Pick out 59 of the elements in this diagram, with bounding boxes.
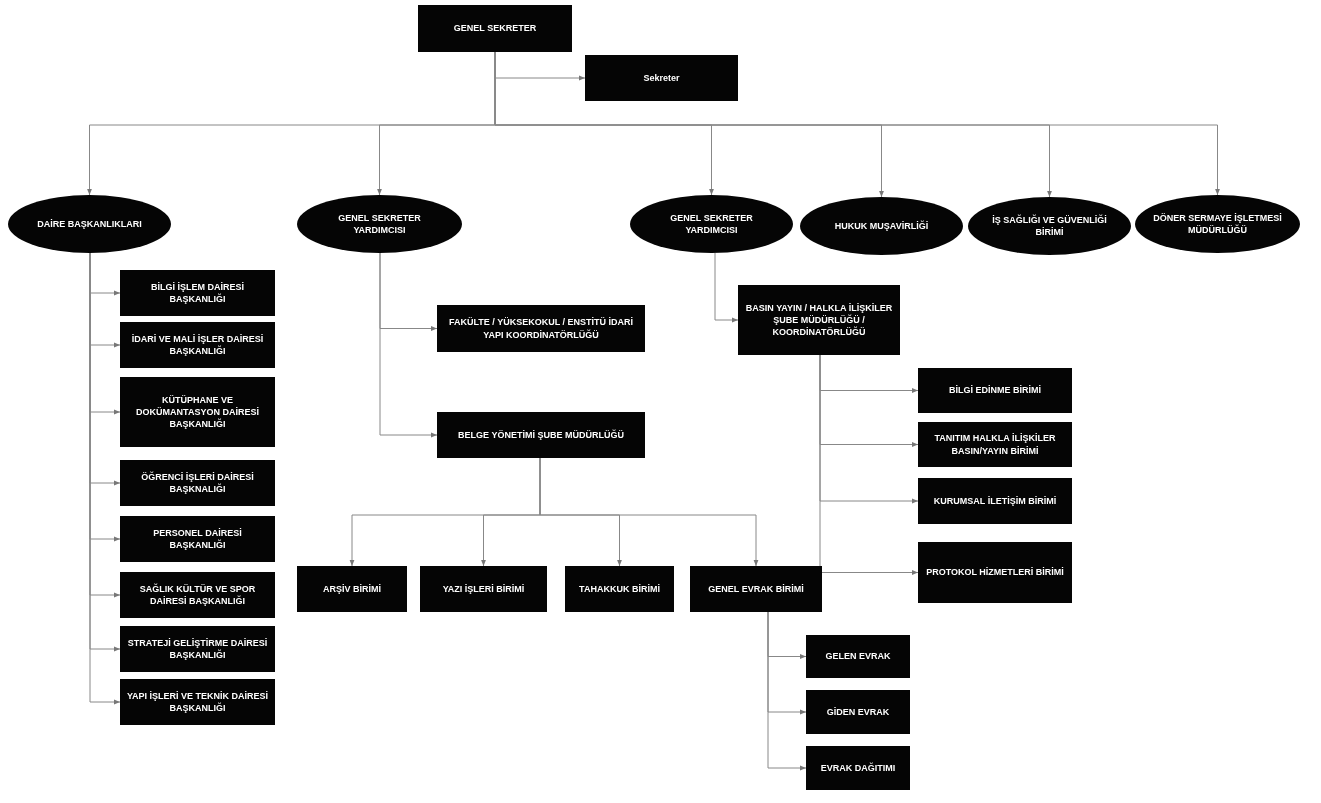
unit-box bbox=[918, 478, 1072, 524]
unit-name: GENEL SEKRETER YARDIMCISI bbox=[669, 211, 754, 237]
unit-name: DÖNER SERMAYE İŞLETMESİ MÜDÜRLÜĞÜ bbox=[1153, 211, 1282, 237]
connector-arrow bbox=[714, 252, 739, 323]
unit-box bbox=[420, 566, 547, 612]
unit-name: ÖĞRENCİ İŞLERİ DAİRESİ BAŞKNALIĞI bbox=[140, 470, 255, 496]
unit-name: KURUMSAL İLETİŞİM BİRİMİ bbox=[933, 494, 1057, 508]
unit-name: GİDEN EVRAK bbox=[826, 705, 890, 719]
unit-box bbox=[120, 679, 275, 725]
unit-name: PERSONEL DAİRESİ BAŞKANLIĞI bbox=[152, 526, 243, 552]
unit-box bbox=[297, 566, 407, 612]
unit-box bbox=[418, 5, 572, 52]
unit-box bbox=[437, 412, 645, 458]
connector-arrow bbox=[819, 354, 919, 575]
unit-name: BİLGİ EDİNME BİRİMİ bbox=[949, 384, 1041, 397]
unit-box bbox=[918, 368, 1072, 413]
connector-arrow bbox=[767, 611, 807, 771]
unit-name: HUKUK MUŞAVİRLİĞİ bbox=[834, 219, 929, 233]
unit-name: TAHAKKUK BİRİMİ bbox=[579, 582, 660, 596]
unit-box bbox=[120, 516, 275, 562]
unit-box bbox=[120, 460, 275, 506]
unit-name: FAKÜLTE / YÜKSEKOKUL / ENSTİTÜ İDARİ YAPI KOORDİNATÖRLÜĞÜ bbox=[448, 316, 634, 341]
unit-name: YAZI İŞLERİ BİRİMİ bbox=[442, 582, 525, 596]
unit-name: DAİRE BAŞKANLIKLARI bbox=[37, 217, 142, 231]
unit-box bbox=[120, 626, 275, 672]
unit-name: BELGE YÖNETİMİ ŞUBE MÜDÜRLÜĞÜ bbox=[458, 428, 624, 442]
unit-box bbox=[806, 746, 910, 790]
unit-box bbox=[120, 377, 275, 447]
unit-name: GENEL SEKRETER bbox=[453, 22, 537, 35]
unit-name: TANITIM HALKLA İLİŞKİLER BASIN/YAYIN BİRİMİ bbox=[933, 432, 1057, 457]
connector-arrow bbox=[539, 457, 759, 567]
unit-box bbox=[437, 305, 645, 352]
unit-name: STRATEJİ GELİŞTİRME DAİRESİ BAŞKANLIĞI bbox=[126, 636, 269, 662]
unit-box bbox=[806, 635, 910, 678]
unit-box bbox=[918, 422, 1072, 467]
unit-box bbox=[918, 542, 1072, 603]
unit-name: SAĞLIK KÜLTÜR VE SPOR DAİRESİ BAŞKANLIĞI bbox=[138, 582, 257, 608]
unit-name: YAPI İŞLERİ VE TEKNİK DAİRESİ BAŞKANLIĞI bbox=[126, 689, 269, 715]
unit-name: Sekreter bbox=[643, 71, 680, 85]
unit-name: ARŞİV BİRİMİ bbox=[323, 582, 381, 596]
unit-box bbox=[738, 285, 900, 355]
unit-box bbox=[806, 690, 910, 734]
unit-box bbox=[120, 322, 275, 368]
unit-name: PROTOKOL HİZMETLERİ BİRİMİ bbox=[926, 566, 1064, 579]
unit-name: EVRAK DAĞITIMI bbox=[820, 761, 896, 775]
unit-box bbox=[690, 566, 822, 612]
unit-name: BASIN YAYIN / HALKLA İLİŞKİLER ŞUBE MÜDÜRLÜĞÜ / KOORDİNATÖRLÜĞÜ bbox=[744, 301, 894, 339]
unit-name: GELEN EVRAK bbox=[825, 650, 891, 663]
unit-box bbox=[585, 55, 738, 101]
unit-name: İŞ SAĞLIĞI VE GÜVENLİĞİ BİRİMİ bbox=[991, 213, 1108, 239]
unit-name: BİLGİ İŞLEM DAİRESİ BAŞKANLIĞI bbox=[150, 280, 245, 306]
unit-name: GENEL EVRAK BİRİMİ bbox=[708, 582, 804, 596]
unit-box bbox=[120, 572, 275, 618]
unit-name: GENEL SEKRETER YARDIMCISI bbox=[337, 211, 422, 237]
unit-box bbox=[120, 270, 275, 316]
connector-arrow bbox=[379, 252, 438, 438]
unit-name: İDARİ VE MALİ İŞLER DAİRESİ BAŞKANLIĞI bbox=[130, 332, 265, 358]
unit-name: KÜTÜPHANE VE DOKÜMANTASYON DAİRESİ BAŞKANLIĞI bbox=[135, 393, 260, 431]
unit-box bbox=[565, 566, 674, 612]
